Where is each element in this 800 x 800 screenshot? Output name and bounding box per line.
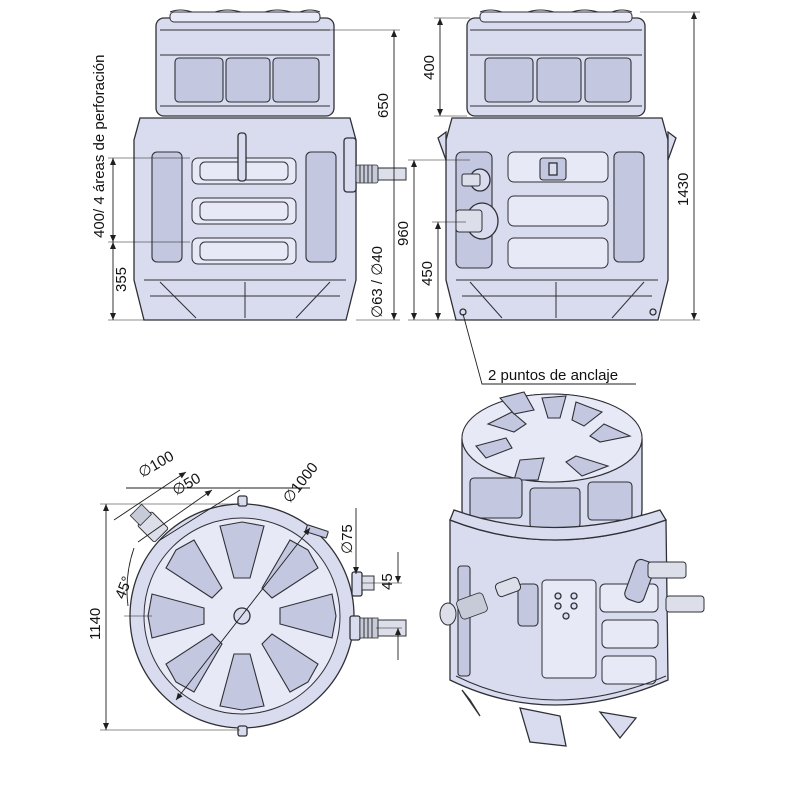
dim-75-label: ∅75: [339, 524, 356, 554]
anchor-points-label: 2 puntos de anclaje: [488, 367, 618, 384]
front-view-lid: [155, 9, 335, 117]
side-view-body: [437, 117, 677, 321]
dim-inlet-label: ∅63 / ∅40: [369, 246, 386, 318]
isometric-pipes: [439, 558, 705, 626]
dim-45-label: 45: [379, 573, 396, 590]
dim-perforation-label: 400/ 4 áreas de perforación: [91, 55, 108, 238]
dim-1430-label: 1430: [675, 173, 692, 206]
isometric-lid-petals: [475, 391, 632, 481]
side-view: 400 960 450 1430 2 puntos de anclaje: [395, 9, 700, 385]
top-view: ∅100 ∅50 ∅1000 ∅75 45° 45 1140: [87, 448, 407, 737]
front-view-body: [133, 117, 407, 321]
top-view-inlet: [129, 503, 169, 543]
top-view-dimensions: [100, 471, 402, 731]
dim-650-label: 650: [375, 93, 392, 118]
dim-100-label: ∅100: [136, 448, 177, 482]
front-view: 400/ 4 áreas de perforación 355 650 ∅63 …: [91, 9, 407, 321]
dim-355-label: 355: [113, 267, 130, 292]
dim-1140-label: 1140: [87, 608, 104, 640]
front-view-dimensions: [108, 29, 400, 321]
dim-450-label: 450: [419, 261, 436, 286]
dim-400-label: 400: [421, 55, 438, 80]
dim-50-label: ∅50: [170, 470, 204, 500]
dim-960-label: 960: [395, 221, 412, 246]
isometric-view: [439, 391, 705, 747]
side-view-dimensions: [408, 11, 700, 385]
side-view-lid: [466, 9, 646, 117]
dim-1000-label: ∅1000: [280, 459, 322, 506]
